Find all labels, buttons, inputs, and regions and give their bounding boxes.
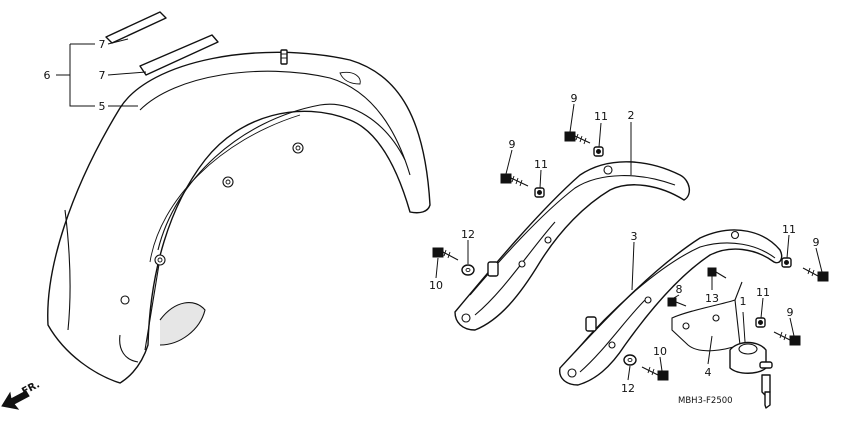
bolt-9-right: [802, 267, 829, 282]
nut-11-lower-right: [755, 317, 766, 328]
callout-12-left: 12: [461, 228, 475, 241]
bolt-10-bottom: [641, 366, 669, 381]
grab-rail-lower: [559, 229, 783, 386]
diagram-code: MBH3-F2500: [678, 396, 733, 406]
callout-10-left: 10: [429, 279, 443, 292]
grab-rail-upper: [454, 161, 691, 331]
callout-7-lower: 7: [99, 69, 106, 82]
callout-11-mid: 11: [534, 158, 548, 171]
callout-1: 1: [740, 295, 747, 308]
washer-12-left: [461, 264, 475, 276]
callout-11-lower-right: 11: [756, 286, 770, 299]
callout-8: 8: [676, 283, 683, 296]
nut-11-right: [781, 257, 792, 268]
callout-9-mid: 9: [509, 138, 516, 151]
callout-3: 3: [631, 230, 638, 243]
callout-9-lower-right: 9: [787, 306, 794, 319]
bolt-10-left: [432, 247, 459, 261]
nut-11-mid: [534, 187, 545, 198]
callout-13: 13: [705, 292, 719, 305]
fender-stripe-upper: [105, 11, 167, 44]
bolt-9-upper: [564, 131, 591, 145]
bolt-8: [667, 297, 687, 307]
bolt-9-mid: [500, 173, 529, 187]
callout-9-upper: 9: [571, 92, 578, 105]
callout-5: 5: [99, 100, 106, 113]
callout-10-bottom: 10: [653, 345, 667, 358]
bolt-9-lower-right: [773, 331, 801, 346]
callout-6: 6: [44, 69, 51, 82]
callout-7-upper: 7: [99, 38, 106, 51]
front-direction-arrow: FR.: [1, 379, 42, 410]
callout-4: 4: [705, 366, 712, 379]
nut-11-upper: [593, 146, 604, 157]
rear-fender: [47, 49, 431, 384]
bolt-13: [707, 267, 727, 279]
leader-lines: [56, 38, 823, 381]
front-direction-label: FR.: [20, 379, 42, 397]
callout-labels: 7 6 7 5 9 2 11 9 11 12 3 11 9 10 8 11 13…: [44, 38, 820, 395]
callout-12-bottom: 12: [621, 382, 635, 395]
helmet-lock: [729, 341, 773, 409]
callout-11-right: 11: [782, 223, 796, 236]
washer-12-bottom: [623, 354, 637, 366]
callout-11-upper: 11: [594, 110, 608, 123]
callout-9-right: 9: [813, 236, 820, 249]
callout-2: 2: [628, 109, 635, 122]
